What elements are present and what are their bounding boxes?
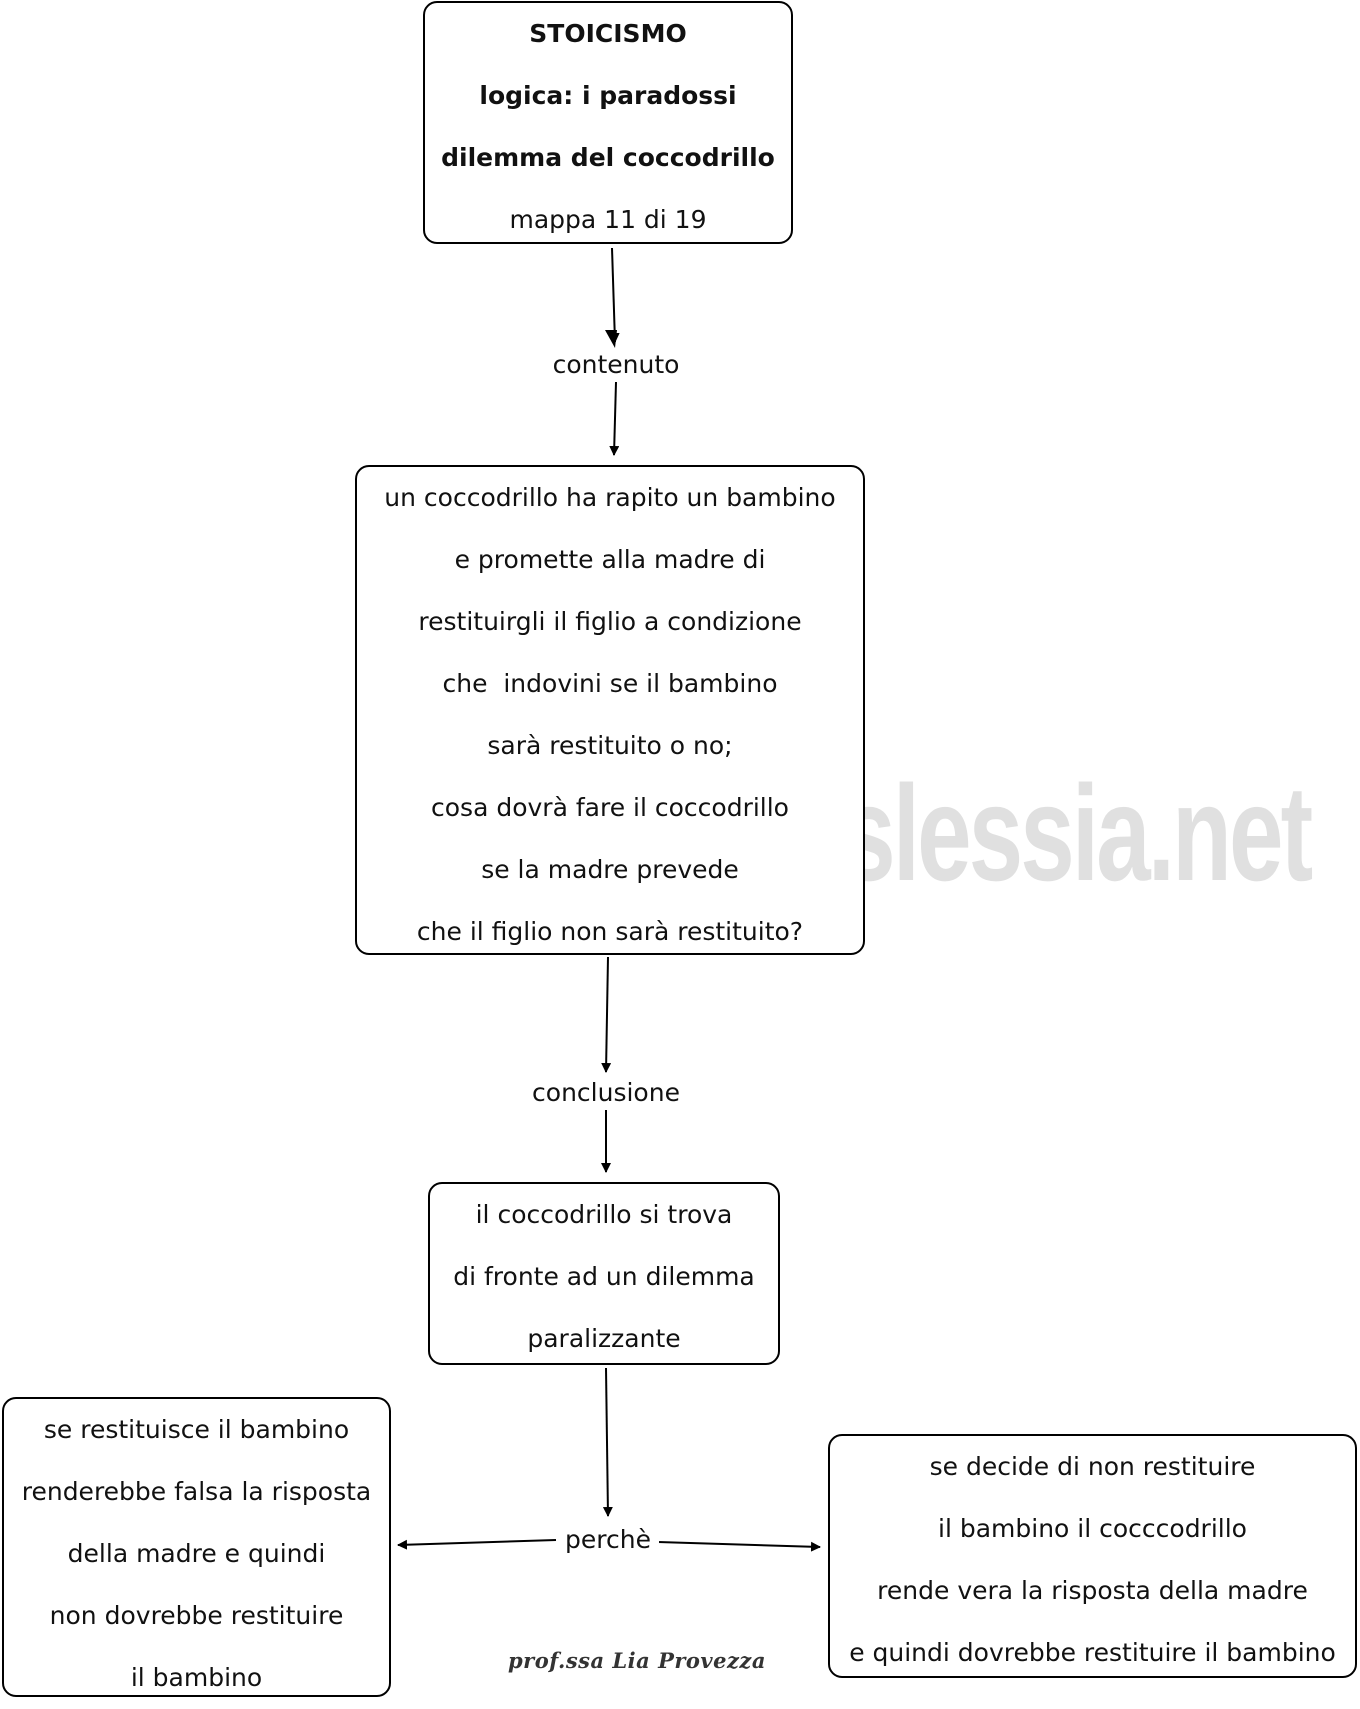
link-label-contenuto: contenuto — [544, 348, 688, 382]
content-line: se la madre prevede — [481, 855, 739, 884]
left-consequence-line: della madre e quindi — [67, 1539, 326, 1568]
right-consequence-box: se decide di non restituire il bambino i… — [828, 1434, 1357, 1678]
map-counter: mappa 11 di 19 — [509, 205, 707, 234]
content-line: che indovini se il bambino — [442, 669, 778, 698]
content-line: sarà restituito o no; — [487, 731, 733, 760]
right-consequence-line: se decide di non restituire — [929, 1452, 1256, 1481]
link-label-conclusione: conclusione — [524, 1076, 688, 1110]
arrow-conclusion-to-perche — [602, 1367, 613, 1517]
conclusion-line: il coccodrillo si trova — [475, 1200, 733, 1229]
left-consequence-line: se restituisce il bambino — [43, 1415, 350, 1444]
content-line: e promette alla madre di — [454, 545, 766, 574]
author-signature: prof.ssa Lia Provezza — [508, 1648, 766, 1673]
content-line: cosa dovrà fare il coccodrillo — [431, 793, 789, 822]
title-subtopic: logica: i paradossi — [479, 81, 737, 110]
right-consequence-line: e quindi dovrebbe restituire il bambino — [849, 1638, 1336, 1667]
title-heading: STOICISMO — [529, 19, 687, 48]
arrow-perche-to-left — [397, 1539, 557, 1550]
conclusion-box: il coccodrillo si trova di fronte ad un … — [428, 1182, 780, 1365]
title-topic: dilemma del coccodrillo — [441, 143, 775, 172]
content-line: che il figlio non sarà restituito? — [416, 917, 804, 946]
arrow-title-to-contenuto — [609, 247, 620, 343]
arrow-content-to-conclusione — [601, 956, 612, 1073]
left-consequence-line: il bambino — [130, 1663, 263, 1692]
conclusion-line: di fronte ad un dilemma — [453, 1262, 755, 1291]
left-consequence-line: renderebbe falsa la risposta — [21, 1477, 372, 1506]
content-line: un coccodrillo ha rapito un bambino — [384, 483, 836, 512]
conclusion-line: paralizzante — [527, 1324, 681, 1353]
arrow-perche-to-right — [657, 1541, 821, 1552]
right-consequence-line: rende vera la risposta della madre — [877, 1576, 1308, 1605]
title-box: STOICISMO logica: i paradossi dilemma de… — [423, 1, 793, 244]
arrow-contenuto-to-content — [609, 381, 620, 456]
content-box: un coccodrillo ha rapito un bambino e pr… — [355, 465, 865, 955]
right-consequence-line: il bambino il cocccodrillo — [938, 1514, 1247, 1543]
content-line: restituirgli il figlio a condizione — [418, 607, 802, 636]
link-label-perche: perchè — [557, 1523, 659, 1557]
left-consequence-line: non dovrebbe restituire — [49, 1601, 344, 1630]
left-consequence-box: se restituisce il bambino renderebbe fal… — [2, 1397, 391, 1697]
